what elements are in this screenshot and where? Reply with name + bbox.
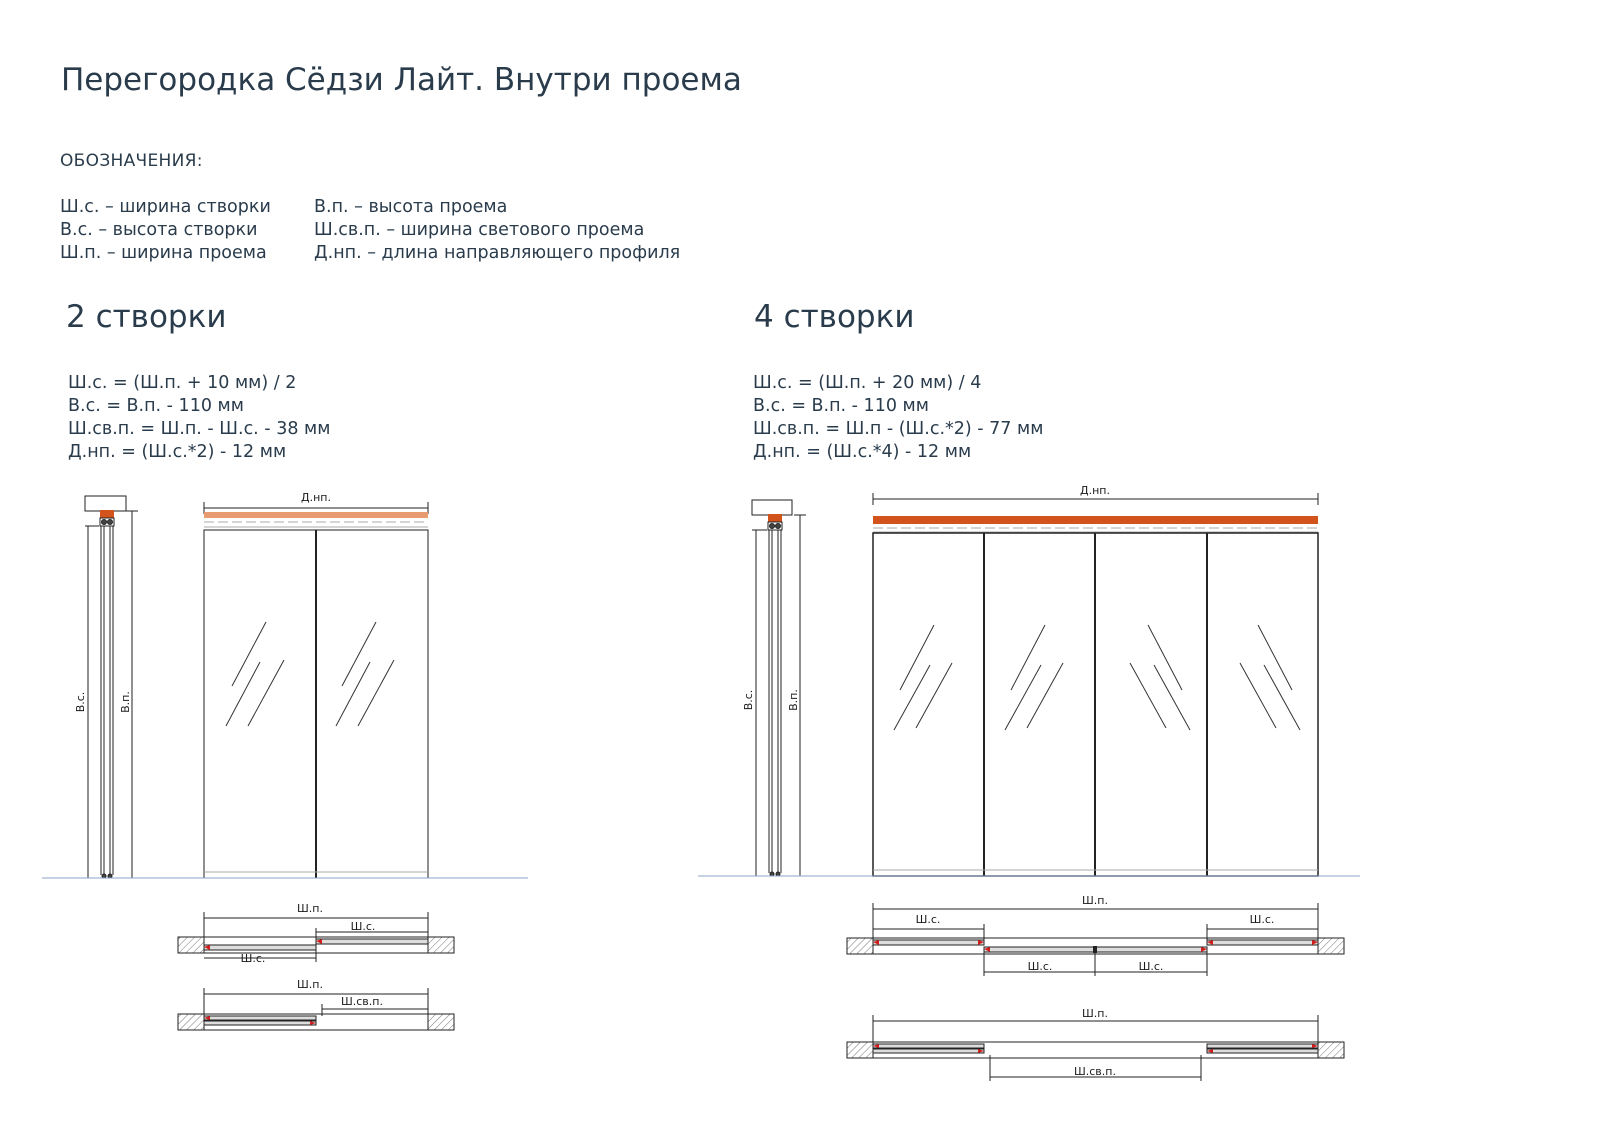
glass-reflection-icon (893, 624, 1301, 731)
label-shp-2a: Ш.п. (297, 902, 323, 915)
side-section-2 (42, 495, 145, 879)
plan-closed-2 (177, 912, 455, 962)
label-vs-4: В.с. (742, 690, 755, 711)
legend-item: Ш.п. – ширина проема (60, 243, 267, 263)
side-section-4 (751, 499, 806, 877)
seal-marker (310, 1021, 316, 1025)
seal-marker (204, 1016, 210, 1020)
label-dnp-2: Д.нп. (301, 491, 331, 504)
page-title: Перегородка Сёдзи Лайт. Внутри проема (61, 62, 742, 98)
formula: Ш.св.п. = Ш.п - (Ш.с.*2) - 77 мм (753, 419, 1044, 439)
legend-item: Ш.с. – ширина створки (60, 197, 271, 217)
label-shs-4mr: Ш.с. (1139, 960, 1164, 973)
section-title-4: 4 створки (754, 299, 915, 335)
label-vp-2: В.п. (119, 691, 132, 713)
formula: Д.нп. = (Ш.с.*4) - 12 мм (753, 442, 972, 462)
guide-profile-2 (204, 512, 428, 518)
ceiling-block (84, 495, 127, 512)
formula: В.с. = В.п. - 110 мм (753, 396, 929, 416)
label-shsvp-4: Ш.св.п. (1074, 1065, 1116, 1078)
label-vs-2: В.с. (74, 692, 87, 713)
label-shs-4r: Ш.с. (1250, 913, 1275, 926)
front-elevation-4 (698, 493, 1360, 877)
legend-left: Ш.с. – ширина створки В.с. – высота ство… (60, 196, 271, 265)
legend-right: В.п. – высота проема Ш.св.п. – ширина св… (314, 196, 680, 265)
label-dnp-4: Д.нп. (1080, 484, 1110, 497)
legend-item: Ш.св.п. – ширина светового проема (314, 220, 645, 240)
plan-open-4 (846, 1015, 1345, 1081)
plan-closed-4 (846, 903, 1345, 976)
label-shp-4a: Ш.п. (1082, 894, 1108, 907)
legend-item: В.с. – высота створки (60, 220, 258, 240)
legend-item: Д.нп. – длина направляющего профиля (314, 243, 681, 263)
seal-marker (316, 939, 322, 944)
formulas-4: Ш.с. = (Ш.п. + 20 мм) / 4 В.с. = В.п. - … (753, 372, 1043, 464)
legend-heading: ОБОЗНАЧЕНИЯ: (60, 151, 203, 171)
formula: Ш.с. = (Ш.п. + 20 мм) / 4 (753, 373, 982, 393)
top-profile (100, 510, 114, 518)
guide-profile-4 (873, 516, 1318, 524)
formulas-2: Ш.с. = (Ш.п. + 10 мм) / 2 В.с. = В.п. - … (68, 372, 330, 464)
formula: Ш.св.п. = Ш.п. - Ш.с. - 38 мм (68, 419, 331, 439)
label-shp-4b: Ш.п. (1082, 1007, 1108, 1020)
formula: В.с. = В.п. - 110 мм (68, 396, 244, 416)
formula: Ш.с. = (Ш.п. + 10 мм) / 2 (68, 373, 297, 393)
label-shsvp-2: Ш.св.п. (341, 995, 383, 1008)
seal-marker (204, 945, 210, 950)
label-shs-2a: Ш.с. (351, 920, 376, 933)
formula: Д.нп. = (Ш.с.*2) - 12 мм (68, 442, 287, 462)
label-vp-4: В.п. (787, 689, 800, 711)
label-shs-4l: Ш.с. (916, 913, 941, 926)
label-shs-4ml: Ш.с. (1028, 960, 1053, 973)
front-elevation-2 (42, 502, 528, 879)
label-shp-2b: Ш.п. (297, 978, 323, 991)
glass-reflection-icon (225, 621, 395, 727)
plan-open-2 (177, 988, 455, 1031)
legend-item: В.п. – высота проема (314, 197, 508, 217)
label-shs-2b: Ш.с. (241, 952, 266, 965)
door-panel (315, 529, 429, 879)
section-title-2: 2 створки (66, 299, 227, 335)
